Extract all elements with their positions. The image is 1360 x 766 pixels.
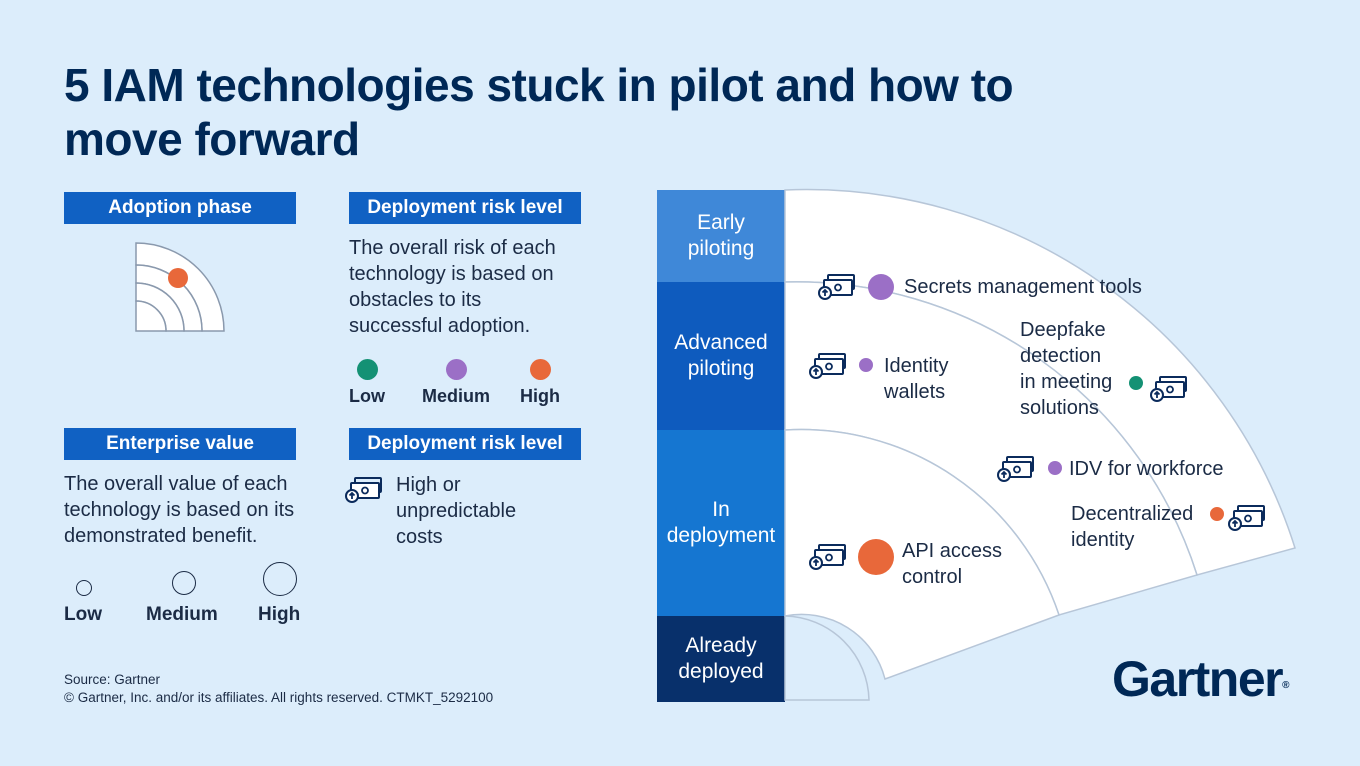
- money-icon: [1228, 505, 1265, 531]
- money-icon: [997, 456, 1034, 482]
- risk-medium-dot: [868, 274, 894, 300]
- value-high-circle: [263, 562, 297, 596]
- risk-medium-dot: [446, 359, 467, 380]
- risk-low-label: Low: [349, 386, 385, 406]
- source-note: Source: Gartner © Gartner, Inc. and/or i…: [64, 671, 493, 707]
- risk-low-dot: [357, 359, 378, 380]
- risk-medium-dot: [859, 358, 873, 372]
- copyright-label: © Gartner, Inc. and/or its affiliates. A…: [64, 690, 494, 705]
- risk-high-dot: [1210, 507, 1224, 521]
- value-medium-circle: [172, 571, 196, 595]
- risk-medium-dot: [1048, 461, 1062, 475]
- money-icon: [809, 544, 846, 570]
- money-icon: [345, 477, 382, 503]
- value-description: The overall value of each technology is …: [64, 473, 295, 547]
- adoption-phase-header: Adoption phase: [64, 192, 296, 224]
- value-low-label: Low: [64, 604, 102, 625]
- page-title: 5 IAM technologies stuck in pilot and ho…: [64, 59, 1014, 165]
- cost-header: Deployment risk level: [349, 428, 581, 460]
- adoption-phase-icon: [135, 242, 225, 332]
- tech-identity-wallets: Identity wallets: [884, 355, 949, 403]
- tech-secrets-management: Secrets management tools: [904, 276, 1142, 298]
- cost-description: High or unpredictable costs: [396, 474, 517, 548]
- risk-high-label: High: [520, 386, 560, 406]
- phase-in-deployment: In deployment: [657, 430, 785, 616]
- risk-low-dot: [1129, 376, 1143, 390]
- risk-high-dot: [530, 359, 551, 380]
- source-label: Source: Gartner: [64, 672, 161, 687]
- value-medium-label: Medium: [146, 604, 218, 625]
- money-icon: [1150, 376, 1187, 402]
- value-high-label: High: [258, 604, 301, 625]
- money-icon: [809, 353, 846, 379]
- phase-advanced-piloting: Advanced piloting: [657, 282, 785, 430]
- tech-api-access-control: API access control: [902, 540, 1003, 588]
- risk-description: The overall risk of each technology is b…: [349, 237, 556, 337]
- risk-high-dot: [858, 539, 894, 575]
- tech-idv-workforce: IDV for workforce: [1069, 458, 1224, 480]
- tech-deepfake-detection: Deepfake detection in meeting solutions: [1020, 319, 1113, 419]
- gartner-logo: Gartner®: [1112, 651, 1290, 707]
- value-low-circle: [76, 580, 92, 596]
- phase-already-deployed: Already deployed: [657, 616, 785, 702]
- risk-level-header: Deployment risk level: [349, 192, 581, 224]
- money-icon: [818, 274, 855, 300]
- phase-early-piloting: Early piloting: [657, 190, 785, 282]
- enterprise-value-header: Enterprise value: [64, 428, 296, 460]
- tech-decentralized-identity: Decentralized identity: [1071, 503, 1194, 551]
- risk-medium-label: Medium: [422, 386, 491, 406]
